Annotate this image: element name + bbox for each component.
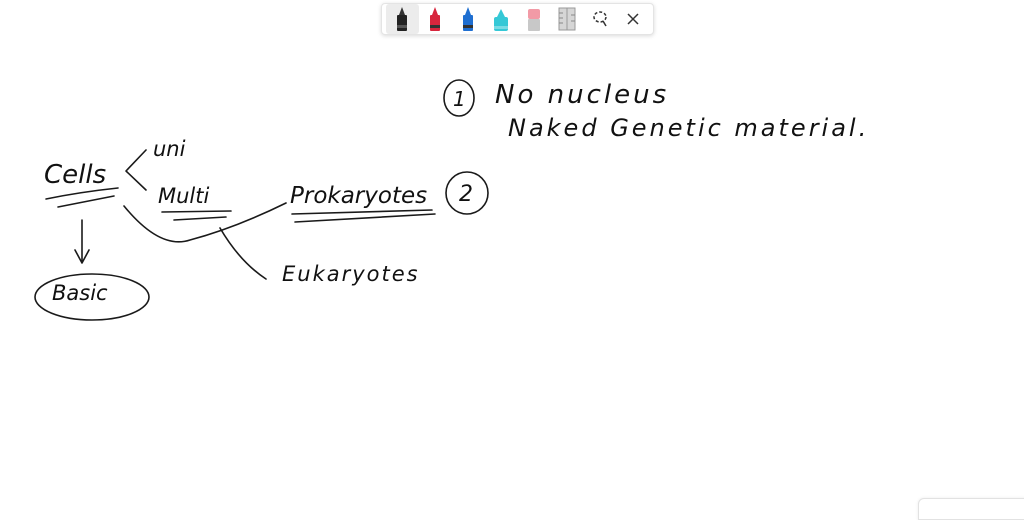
ink-toolbar <box>381 3 654 35</box>
basic-ellipse <box>34 273 150 321</box>
multi-underline-1 <box>161 210 232 213</box>
eukaryotes-text: Eukaryotes <box>282 262 420 286</box>
cells-text: Cells <box>44 160 106 190</box>
uni-text: uni <box>153 137 186 161</box>
multi-text: Multi <box>158 184 209 208</box>
branch-bracket <box>125 149 147 191</box>
number-2-text: 2 <box>459 182 473 207</box>
arrow-head <box>74 249 90 264</box>
corner-widget <box>918 498 1024 520</box>
cells-underline-2 <box>57 195 115 208</box>
prokaryotes-underline-2 <box>294 213 436 223</box>
number-2-circle <box>445 171 489 215</box>
lasso-tool[interactable] <box>583 4 616 34</box>
blue-pen-icon <box>463 7 474 31</box>
highlighter-icon <box>494 9 509 31</box>
basic-text: Basic <box>52 281 108 305</box>
note-line-2: Naked Genetic material. <box>508 114 869 142</box>
eukaryotes-connector <box>219 227 267 280</box>
number-1-text: 1 <box>453 87 466 111</box>
prokaryotes-underline-1 <box>291 209 433 215</box>
red-pen-tool[interactable] <box>419 4 452 34</box>
cells-underline-1 <box>45 187 119 200</box>
prokaryotes-connector <box>123 202 287 243</box>
lasso-icon <box>592 11 607 27</box>
ruler-tool[interactable] <box>550 4 583 34</box>
highlighter-tool[interactable] <box>485 4 518 34</box>
number-1-circle <box>443 79 475 117</box>
eraser-icon <box>527 9 540 31</box>
ruler-icon <box>558 7 576 31</box>
multi-underline-2 <box>173 216 227 221</box>
prokaryotes-text: Prokaryotes <box>290 183 427 209</box>
close-button[interactable] <box>616 4 649 34</box>
note-line-1: No nucleus <box>495 80 669 110</box>
blue-pen-tool[interactable] <box>452 4 485 34</box>
black-pen-tool[interactable] <box>386 4 419 34</box>
black-pen-icon <box>397 7 408 31</box>
eraser-tool[interactable] <box>518 4 551 34</box>
red-pen-icon <box>430 7 441 31</box>
close-icon <box>627 13 639 25</box>
